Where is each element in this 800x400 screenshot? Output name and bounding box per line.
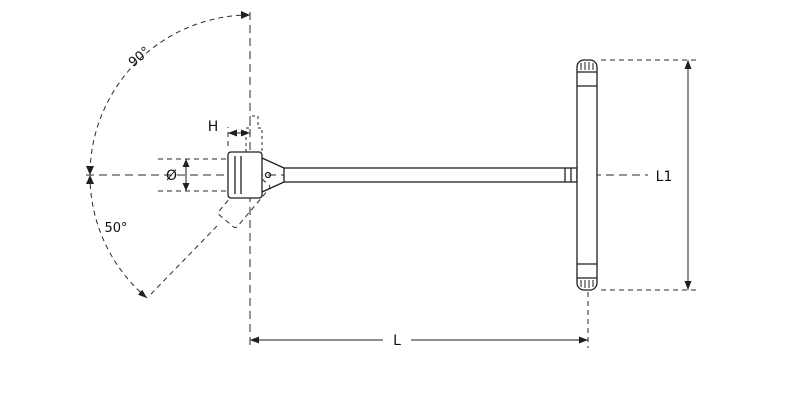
arrow-height-left xyxy=(228,129,237,137)
label-angle-90: 90° xyxy=(126,44,153,70)
swivel-arc-50 xyxy=(89,174,148,299)
dimension-diameter: Ø xyxy=(158,158,226,192)
swivelled-head-ghost xyxy=(217,171,271,228)
dimension-total-length: L xyxy=(250,292,589,349)
drive-stud-hidden-outline xyxy=(245,115,263,152)
arrow-diameter-bottom xyxy=(182,183,190,191)
arrow-total-length-right xyxy=(579,336,588,344)
arrow-height-right xyxy=(241,129,250,137)
swivel-arc-90 xyxy=(89,14,251,176)
joint-yoke-top xyxy=(261,157,285,169)
label-diameter: Ø xyxy=(166,168,177,184)
arrow-handle-length-top xyxy=(684,60,692,69)
swivel-radius-line-50 xyxy=(150,225,218,295)
arrow-total-length-left xyxy=(250,336,259,344)
socket-head xyxy=(227,151,263,199)
swivelled-head-outline xyxy=(217,171,271,228)
knurl-hatch xyxy=(580,62,594,288)
label-length-handle: L1 xyxy=(656,169,673,185)
dimensions: Ø H L1 xyxy=(86,11,700,349)
wrench-body xyxy=(227,59,598,291)
arrow-arc50-end xyxy=(138,289,147,298)
arc-arrowheads xyxy=(86,11,250,298)
arrow-arc90-top xyxy=(241,11,250,19)
shaft xyxy=(283,167,578,183)
arrow-handle-length-bottom xyxy=(684,281,692,290)
arrow-arc50-left xyxy=(86,175,94,184)
dimension-height: H xyxy=(208,119,250,146)
t-handle xyxy=(576,59,598,291)
label-angle-50: 50° xyxy=(104,221,127,236)
arrow-diameter-top xyxy=(182,159,190,167)
label-height: H xyxy=(208,119,219,135)
label-length-total: L xyxy=(393,333,401,349)
dimension-handle-length: L1 xyxy=(601,59,700,291)
joint-yoke-bottom xyxy=(261,181,285,193)
joint-pivot-pin xyxy=(264,171,272,179)
arrow-arc90-left xyxy=(86,166,94,175)
